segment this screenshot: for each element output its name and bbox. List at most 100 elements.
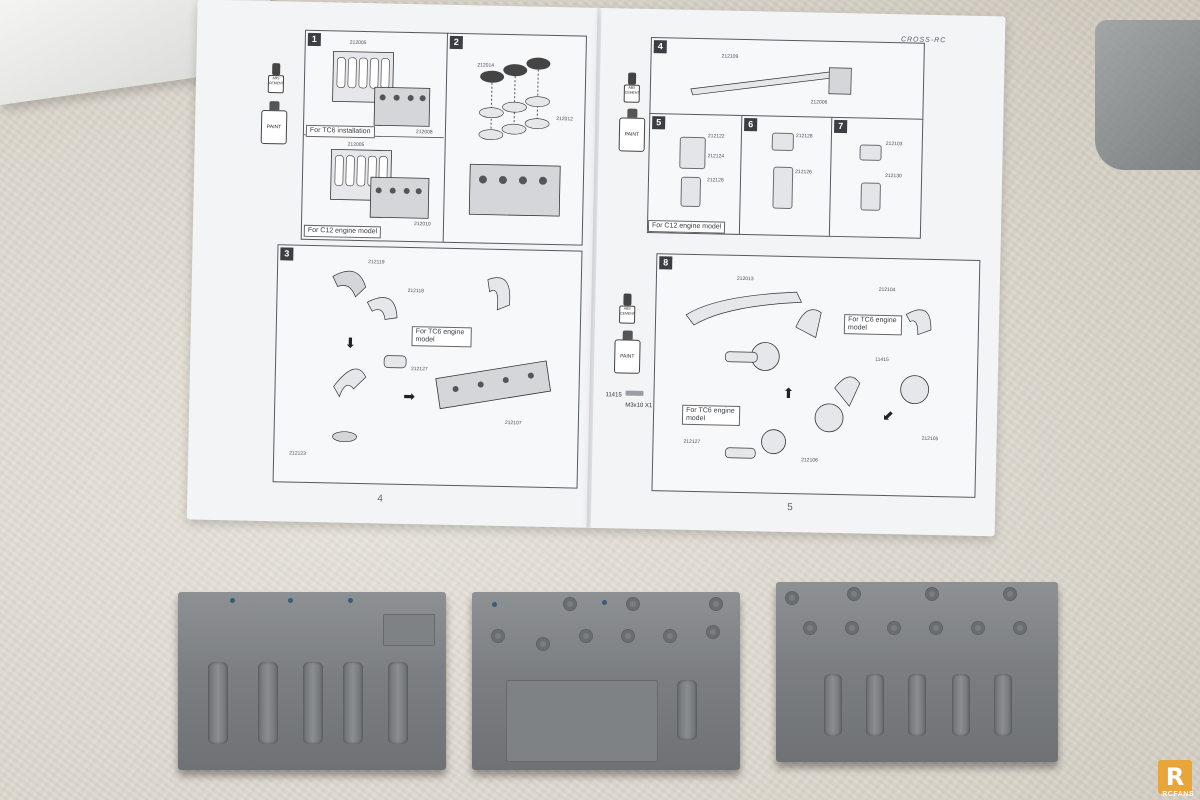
bolt-boss [580, 630, 592, 642]
bolt-boss [627, 598, 639, 610]
valve-cover-exploded-drawing [468, 57, 561, 217]
paint-can-icon: PAINT [260, 101, 288, 145]
step-6-panel: 6 212128 212126 [738, 114, 834, 237]
bolt-boss [786, 592, 798, 604]
part-code: 212107 [504, 420, 522, 427]
paint-can-icon: PAINT [618, 108, 646, 152]
part-sketch [679, 136, 706, 170]
part-code: 212123 [289, 450, 306, 457]
note-c12-engine: For C12 engine model [647, 220, 726, 234]
bolt-boss [622, 630, 634, 642]
step-8-panel: 8 ⬆ ⬋ 212013 212104 For TC6 engine model… [651, 253, 981, 498]
cylinder-rib [388, 662, 408, 744]
turbo-pipe-drawing [332, 270, 551, 443]
mounting-plate [383, 614, 435, 646]
page-number-right: 5 [787, 501, 793, 514]
step-7-panel: 7 212103 212130 [828, 116, 924, 239]
cement-bottle-icon: ABS CEMENT [617, 293, 638, 324]
parts-bag [1095, 20, 1200, 170]
cylinder-rib [866, 674, 884, 736]
step-number: 6 [744, 117, 758, 132]
cement-bottle-icon: ABS CEMENT [266, 63, 287, 94]
pin-hole [288, 598, 293, 603]
bolt-boss [888, 622, 900, 634]
bolt-boss [926, 588, 938, 600]
part-code: 212119 [368, 259, 385, 266]
part-code: 212122 [707, 133, 725, 140]
cylinder-rib [824, 674, 842, 736]
cement-bottle-icon: ABS CEMENT [622, 72, 643, 103]
part-code: 212105 [921, 435, 939, 443]
part-sketch [771, 132, 794, 152]
part-code: 212012 [556, 116, 573, 123]
part-code: 212106 [801, 457, 818, 464]
note-tc6-engine: For TC6 engine model [843, 314, 903, 336]
cylinder-rib [952, 674, 970, 736]
flat-panel [506, 680, 658, 762]
step-number: 5 [652, 116, 666, 130]
pin-hole [602, 600, 607, 605]
part-code: 212128 [706, 177, 724, 184]
left-arrow-icon: ⬋ [881, 406, 895, 424]
cylinder-rib [343, 662, 363, 744]
cylinder-rib [677, 680, 697, 740]
instruction-manual: ABS CEMENT PAINT 1 [186, 0, 1013, 548]
note-tc6-engine: For TC6 engine model [411, 326, 472, 348]
part-sketch [860, 182, 881, 211]
note-c12-engine: For C12 engine model [303, 224, 382, 239]
paint-can-icon: PAINT [613, 330, 641, 374]
bolt-boss [707, 626, 719, 638]
bolt-boss [804, 622, 816, 634]
note-tc6-installation: For TC6 installation [305, 124, 375, 139]
part-code: 212118 [407, 287, 424, 295]
bolt-boss [564, 598, 576, 610]
engine-block-part-right [776, 582, 1058, 762]
page-number-left: 4 [377, 493, 383, 505]
pin-hole [230, 598, 235, 603]
rcfans-logo: R [1158, 760, 1192, 794]
step-number: 7 [834, 119, 848, 134]
part-code: 212006 [810, 99, 828, 106]
part-code: 212130 [885, 172, 902, 180]
cylinder-rib [303, 662, 323, 744]
part-sketch [772, 166, 794, 210]
part-code: 212103 [885, 140, 903, 148]
step-3-panel: 3 ⬇ ➡ 212119 212118 For TC6 engine model… [272, 244, 583, 489]
part-sketch [680, 176, 702, 208]
part-code: 212128 [795, 133, 813, 140]
bolt-boss [664, 630, 676, 642]
rcfans-logo-text: RCFANS [1162, 791, 1194, 798]
bolt-boss [710, 598, 722, 610]
pin-hole [492, 602, 497, 607]
right-arrow-icon: ➡ [403, 387, 416, 405]
bolt-boss [1014, 622, 1026, 634]
cylinder-rib [908, 674, 926, 736]
bolt-boss [930, 622, 942, 634]
step-2-panel: 2 212014 212012 [442, 32, 587, 246]
bolt-boss [1004, 588, 1016, 600]
part-code: 212014 [477, 62, 495, 69]
part-code: 212013 [736, 275, 754, 283]
hardware-code: 11415 [605, 392, 622, 399]
manual-page-left: ABS CEMENT PAINT 1 [186, 0, 602, 528]
turbo-assembly-drawing [685, 291, 932, 459]
part-code: 212126 [795, 169, 812, 176]
bolt-boss [846, 622, 858, 634]
pin-hole [348, 598, 353, 603]
down-arrow-icon: ⬇ [344, 334, 357, 351]
part-code: 212127 [410, 366, 428, 373]
part-sketch [859, 144, 882, 161]
part-code: 212008 [415, 129, 433, 136]
rail-drawing [690, 67, 852, 96]
part-code: 212104 [878, 286, 896, 294]
part-code: 212124 [707, 153, 725, 160]
cylinder-rib [258, 662, 278, 744]
bolt-boss [972, 622, 984, 634]
part-code: 212127 [683, 438, 701, 446]
up-arrow-icon: ⬆ [782, 384, 795, 402]
part-code: 212005 [347, 141, 365, 149]
step-4-panel: 4 212109 212006 [649, 37, 925, 121]
engine-block-drawing [303, 50, 444, 219]
part-code: 212010 [413, 221, 431, 228]
note-tc6-engine: For TC6 engine model [681, 404, 741, 426]
